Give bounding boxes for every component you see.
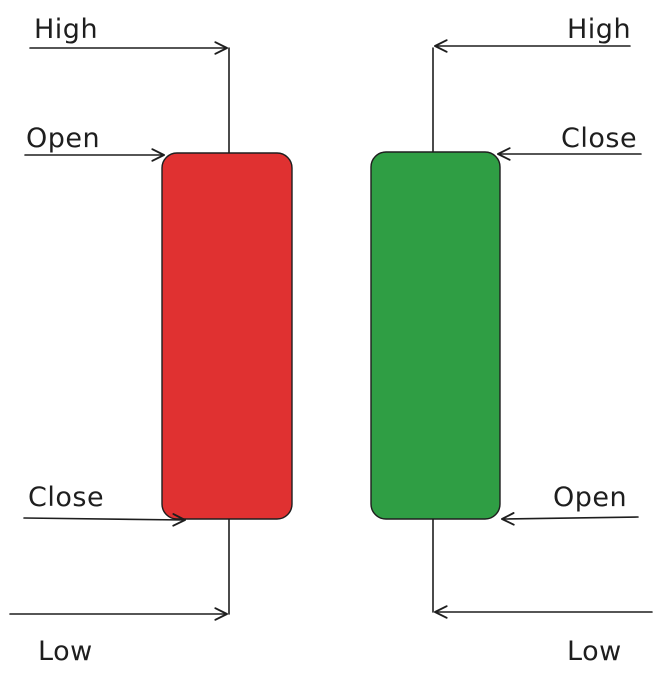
bullish-high-label: High [567, 14, 631, 45]
bullish-close-label: Close [561, 123, 637, 154]
bearish-close-label: Close [28, 482, 104, 513]
bearish-low-label: Low [38, 636, 93, 667]
bullish-candle: High Close Open Low [370, 14, 653, 667]
bullish-low-label: Low [567, 636, 622, 667]
bearish-close-arrow [23, 513, 186, 527]
bearish-open-label: Open [26, 123, 100, 154]
bullish-body [370, 151, 501, 520]
bullish-open-label: Open [553, 482, 627, 513]
bearish-high-label: High [34, 14, 98, 45]
bearish-candle: High Open Close Low [9, 14, 293, 667]
bearish-body [161, 152, 293, 520]
bullish-open-arrow [501, 512, 639, 526]
